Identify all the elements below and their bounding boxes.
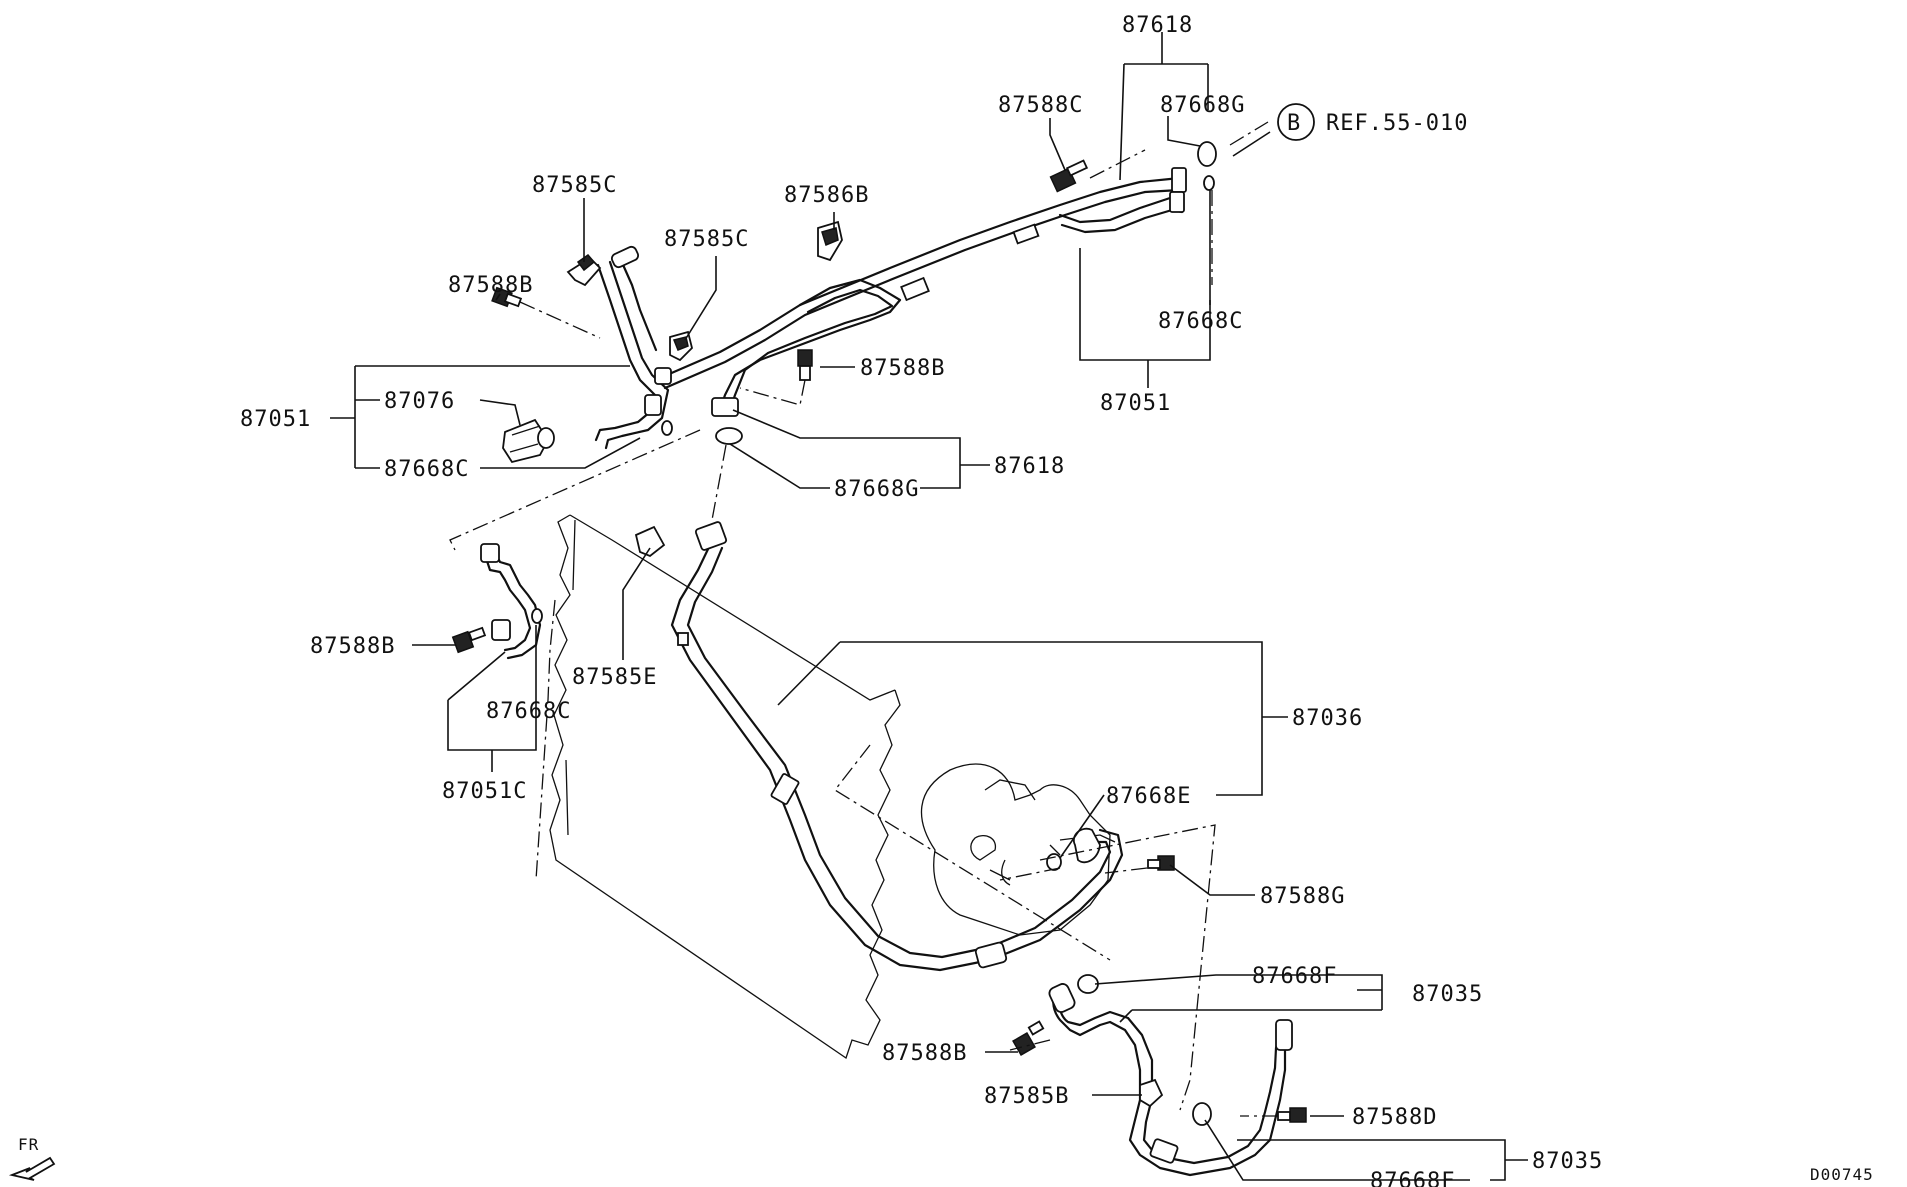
bolt-87588G <box>1147 855 1175 871</box>
clip-87585C-a <box>566 253 602 287</box>
pipe-87036 <box>670 521 1124 972</box>
label-87588D: 87588D <box>1352 1105 1437 1130</box>
label-87668F-a: 87668F <box>1252 964 1337 989</box>
bolt-87588B-c <box>451 626 487 654</box>
label-87035-a: 87035 <box>1412 982 1483 1007</box>
condenser-outline <box>549 514 901 1060</box>
bolt-87588B-b <box>797 349 813 381</box>
label-87585B: 87585B <box>984 1084 1069 1109</box>
label-87051-right: 87051 <box>1100 391 1171 416</box>
label-87618-mid: 87618 <box>994 454 1065 479</box>
leader-lines <box>330 32 1528 1181</box>
switch-87076 <box>502 418 555 464</box>
labels: 87618 87588C 87668G REF.55-010 87585C 87… <box>18 13 1874 1187</box>
front-arrow-icon <box>8 1156 56 1181</box>
label-ref: REF.55-010 <box>1326 111 1468 136</box>
label-87051C: 87051C <box>442 779 527 804</box>
label-fr: FR <box>18 1135 39 1154</box>
o-rings <box>531 141 1217 1126</box>
label-87076: 87076 <box>384 389 455 414</box>
clip-87585C-b <box>669 330 693 362</box>
label-87668G-mid: 87668G <box>834 477 919 502</box>
label-87585E: 87585E <box>572 665 657 690</box>
label-87588B-d: 87588B <box>882 1041 967 1066</box>
label-87618-top: 87618 <box>1122 13 1193 38</box>
clip-87586B <box>817 220 843 262</box>
label-87035-b: 87035 <box>1532 1149 1603 1174</box>
clip-87585B <box>1139 1078 1164 1108</box>
label-87051-left: 87051 <box>240 407 311 432</box>
label-87668C-left: 87668C <box>384 457 469 482</box>
label-87585C-b: 87585C <box>664 227 749 252</box>
label-87585C-a: 87585C <box>532 173 617 198</box>
pipe-87051-lower-loop <box>711 278 902 417</box>
pipe-87076-branch <box>594 245 672 450</box>
label-87588B-c: 87588B <box>310 634 395 659</box>
label-87668E: 87668E <box>1106 784 1191 809</box>
bolt-87588B-d <box>1012 1020 1045 1056</box>
ref-circle-letter: B <box>1287 111 1301 136</box>
label-87668C-low: 87668C <box>486 699 571 724</box>
label-diagram-code: D00745 <box>1810 1165 1874 1184</box>
bolt-87588C <box>1049 159 1089 193</box>
pipe-87051-upper <box>658 167 1187 390</box>
label-87036: 87036 <box>1292 706 1363 731</box>
label-87588C: 87588C <box>998 93 1083 118</box>
bolt-87588D <box>1277 1107 1307 1123</box>
label-87668C-right: 87668C <box>1158 309 1243 334</box>
ref-circle <box>1277 103 1315 141</box>
label-87668G-top: 87668G <box>1160 93 1245 118</box>
label-87668F-b: 87668F <box>1370 1169 1455 1187</box>
label-87588B-a: 87588B <box>448 273 533 298</box>
label-87588G: 87588G <box>1260 884 1345 909</box>
pipe-87035-upper <box>1048 983 1293 1177</box>
clip-87585E <box>634 525 666 558</box>
center-lines <box>449 121 1278 1117</box>
bolt-87588B-a <box>491 286 523 308</box>
pipe-87051C <box>480 543 542 660</box>
label-87586B: 87586B <box>784 183 869 208</box>
label-87588B-b: 87588B <box>860 356 945 381</box>
compressor-outline <box>920 763 1116 936</box>
